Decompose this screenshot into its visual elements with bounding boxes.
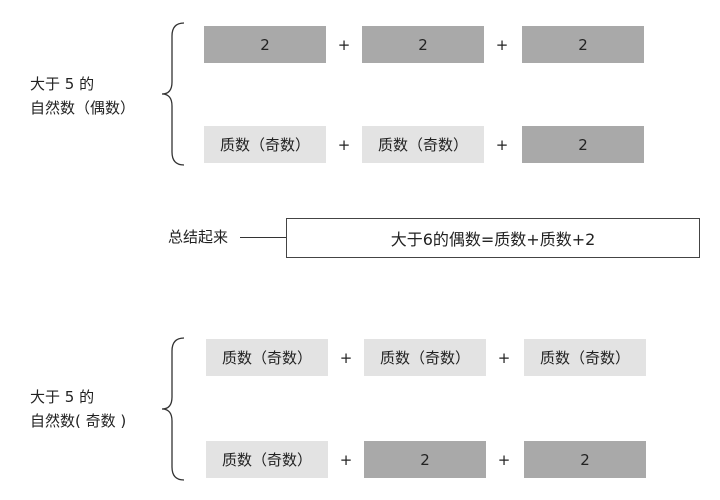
odd-row1-box1: 质数（奇数）	[206, 339, 328, 376]
summary-box: 大于6的偶数=质数+质数+2	[286, 218, 700, 258]
odd-label-line1: 大于 5 的	[30, 388, 95, 406]
even-row1-plus1: +	[337, 36, 351, 54]
even-row2-box2: 质数（奇数）	[362, 126, 484, 163]
even-label-line1: 大于 5 的	[30, 75, 95, 93]
odd-label-line2: 自然数( 奇数 )	[30, 412, 127, 430]
odd-group-label: 大于 5 的 自然数( 奇数 )	[30, 385, 126, 433]
even-row1-plus2: +	[495, 36, 509, 54]
odd-row1-box2: 质数（奇数）	[364, 339, 486, 376]
even-row2-box3: 2	[522, 126, 644, 163]
summary-label: 总结起来	[168, 228, 229, 246]
even-row1-box1: 2	[204, 26, 326, 63]
even-group-brace	[161, 22, 185, 166]
odd-row1-plus1: +	[339, 349, 353, 367]
even-row2-plus1: +	[337, 136, 351, 154]
odd-row2-plus2: +	[497, 451, 511, 469]
even-row2-plus2: +	[495, 136, 509, 154]
even-row1-box3: 2	[522, 26, 644, 63]
odd-row2-plus1: +	[339, 451, 353, 469]
even-row1-box2: 2	[362, 26, 484, 63]
odd-row2-box3: 2	[524, 441, 646, 478]
even-label-line2: 自然数（偶数）	[30, 99, 136, 117]
even-group-label: 大于 5 的 自然数（偶数）	[30, 72, 135, 120]
odd-row1-plus2: +	[497, 349, 511, 367]
summary-connector-line	[240, 237, 286, 238]
even-row2-box1: 质数（奇数）	[204, 126, 326, 163]
odd-row2-box1: 质数（奇数）	[206, 441, 328, 478]
odd-row1-box3: 质数（奇数）	[524, 339, 646, 376]
odd-row2-box2: 2	[364, 441, 486, 478]
summary-text: 大于6的偶数=质数+质数+2	[390, 230, 596, 249]
odd-group-brace	[161, 337, 185, 481]
